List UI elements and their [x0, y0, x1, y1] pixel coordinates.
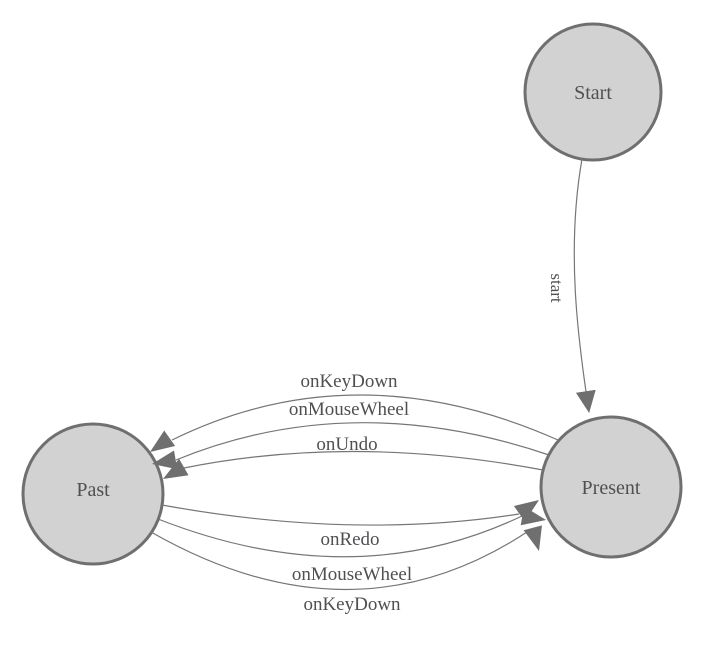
node-start-label: Start	[574, 82, 612, 104]
edge-past-to-present-onmousewheel-path	[157, 515, 523, 558]
edge-past-to-present-onredo-label: onRedo	[320, 529, 379, 550]
edge-present-to-past-onkeydown-path	[171, 394, 559, 441]
edge-past-to-present-onmousewheel: onMouseWheel	[157, 506, 546, 585]
edge-past-to-present-onmousewheel-arrowhead-icon	[520, 506, 546, 526]
edge-past-to-present-onkeydown-label: onKeyDown	[303, 594, 401, 615]
edge-present-to-past-onundo: onUndo	[163, 434, 544, 479]
edge-present-to-past-onkeydown: onKeyDown	[150, 371, 559, 452]
edge-present-to-past-onmousewheel: onMouseWheel	[152, 399, 550, 470]
edge-past-to-present-onredo-path	[161, 504, 520, 526]
edge-past-to-present-onkeydown-arrowhead-icon	[523, 525, 542, 551]
node-start-circle	[523, 22, 663, 162]
edge-start-to-present-path	[573, 158, 596, 413]
edge-start-to-present: start	[547, 158, 596, 413]
node-past-label: Past	[76, 479, 110, 501]
node-present: Present	[539, 415, 683, 559]
edge-present-to-past-onundo-label: onUndo	[316, 434, 377, 455]
edge-past-to-present-onkeydown-path	[150, 529, 531, 591]
edge-present-to-past-onundo-arrowhead-icon	[163, 458, 189, 479]
node-past: Past	[21, 422, 165, 566]
edge-past-to-present-onmousewheel-label: onMouseWheel	[292, 564, 412, 585]
node-start: Start	[523, 22, 663, 162]
edge-present-to-past-onkeydown-label: onKeyDown	[300, 371, 398, 392]
node-present-label: Present	[582, 477, 641, 499]
node-present-circle	[539, 415, 683, 559]
edge-present-to-past-onmousewheel-arrowhead-icon	[152, 450, 178, 470]
edge-present-to-past-onundo-path	[183, 450, 544, 471]
edge-start-to-present-label: start	[547, 273, 566, 303]
edge-present-to-past-onmousewheel-path	[175, 422, 550, 461]
edge-past-to-present-onkeydown: onKeyDown	[150, 525, 542, 615]
edge-present-to-past-onmousewheel-label: onMouseWheel	[289, 399, 409, 420]
edge-present-to-past-onkeydown-arrowhead-icon	[150, 430, 176, 452]
edge-past-to-present-onredo: onRedo	[161, 500, 539, 550]
node-past-circle	[21, 422, 165, 566]
